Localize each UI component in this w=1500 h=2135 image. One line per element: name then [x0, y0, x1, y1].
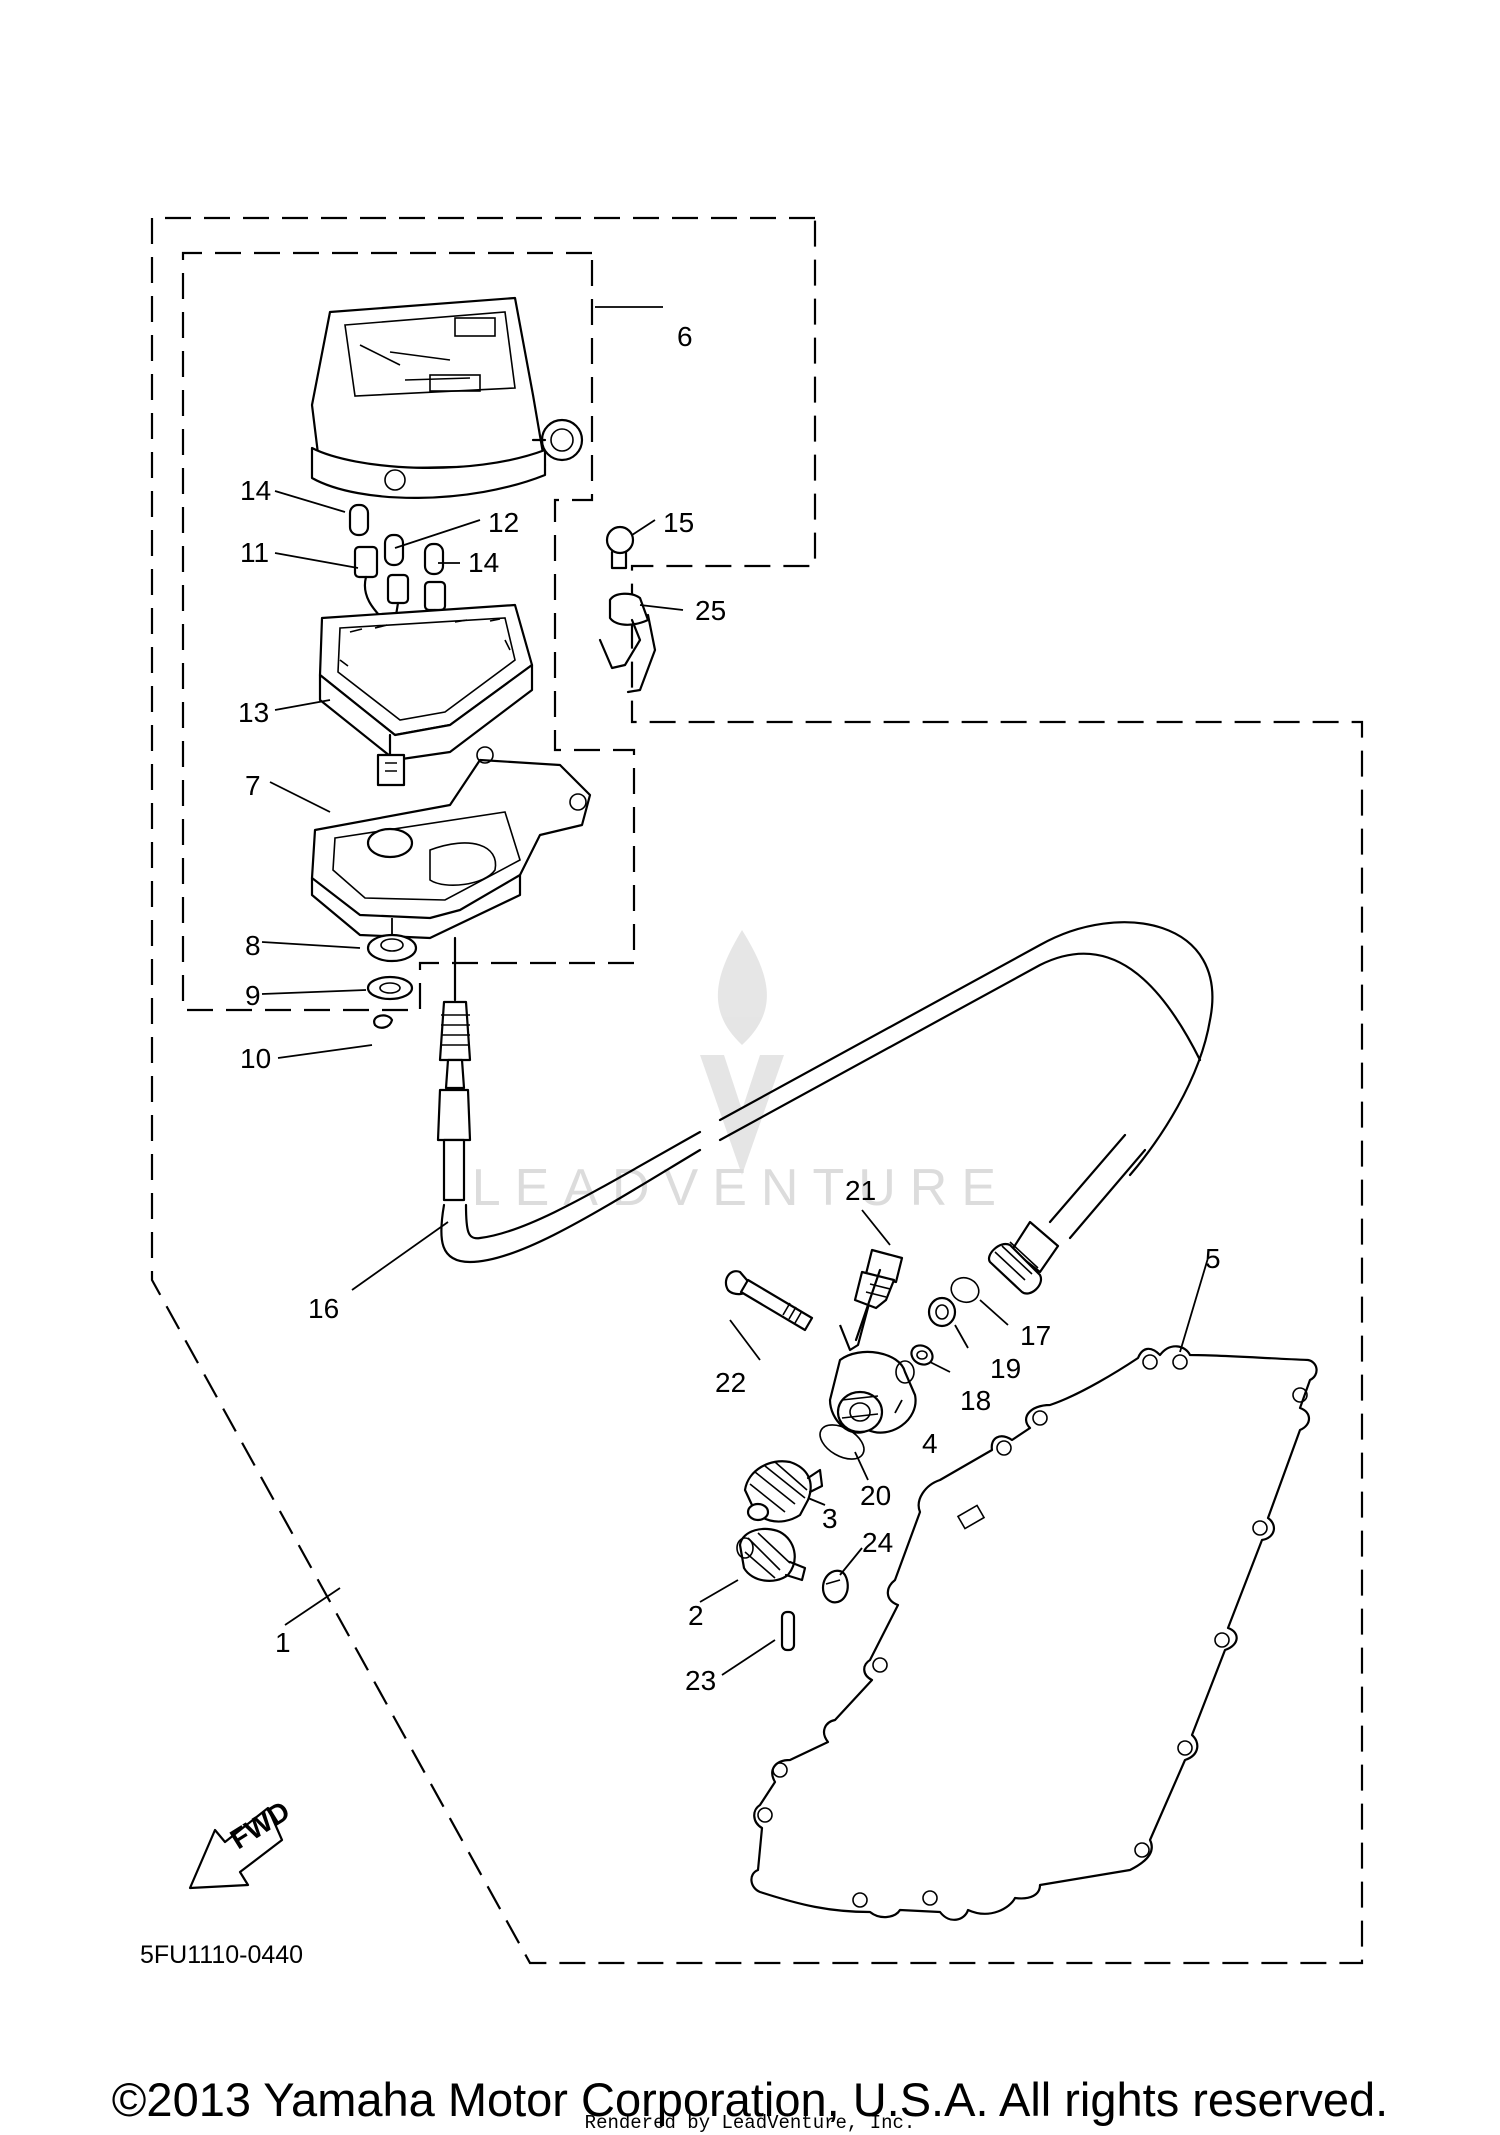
- callout-3: 3: [822, 1503, 838, 1534]
- callout-18: 18: [960, 1385, 991, 1416]
- speedometer-cable: [436, 921, 1214, 1295]
- callout-19: 19: [990, 1353, 1021, 1384]
- callout-22: 22: [715, 1367, 746, 1398]
- callout-14-lower: 14: [468, 547, 499, 578]
- callout-2: 2: [688, 1600, 704, 1631]
- callout-23: 23: [685, 1665, 716, 1696]
- callout-4: 4: [922, 1428, 938, 1459]
- callout-20: 20: [860, 1480, 891, 1511]
- callout-14-upper: 14: [240, 475, 271, 506]
- grommet-washer-clip: [366, 918, 418, 1029]
- callout-8: 8: [245, 930, 261, 961]
- connector: [376, 733, 406, 787]
- meter-bracket: [310, 746, 592, 940]
- copyright-notice: ©2013 Yamaha Motor Corporation, U.S.A. A…: [111, 2073, 1389, 2126]
- callout-16: 16: [308, 1293, 339, 1324]
- callout-5: 5: [1205, 1243, 1221, 1274]
- callout-17: 17: [1020, 1320, 1051, 1351]
- callout-6: 6: [677, 321, 693, 352]
- meter-assembly-boundary-6: [181, 251, 636, 1012]
- diagram-part-code: 5FU1110-0440: [140, 1941, 303, 1969]
- callout-1: 1: [275, 1627, 291, 1658]
- callout-15: 15: [663, 507, 694, 538]
- callout-7: 7: [245, 770, 261, 801]
- callout-11: 11: [240, 537, 269, 568]
- bracket-stay: [598, 525, 657, 694]
- callout-10: 10: [240, 1043, 271, 1074]
- callout-25: 25: [695, 595, 726, 626]
- gasket-bolt-holes: [757, 1354, 1308, 1908]
- callout-labels: 1 2 3 4 5 6 7 8 9 10 11 12 13 14 14 15 1…: [238, 321, 1221, 1696]
- assembly-boundary-1: [150, 216, 1364, 1965]
- rendered-by-credit: Rendered by LeadVenture, Inc.: [584, 2112, 916, 2134]
- callout-12: 12: [488, 507, 519, 538]
- callout-24: 24: [862, 1527, 893, 1558]
- leader-lines: [261, 306, 1209, 1676]
- fwd-arrow: FWD: [188, 1795, 295, 1890]
- gears: [736, 1460, 849, 1652]
- drive-gear-housing: [724, 1248, 980, 1460]
- callout-21: 21: [845, 1175, 876, 1206]
- meter-lower-case: [318, 603, 534, 762]
- watermark-text: LEADVENTURE: [472, 1159, 1010, 1217]
- meter-housing: [310, 296, 584, 499]
- crankcase-gasket: [750, 1345, 1318, 1921]
- callout-13: 13: [238, 697, 269, 728]
- callout-9: 9: [245, 980, 261, 1011]
- watermark: LEADVENTURE: [472, 930, 1010, 1217]
